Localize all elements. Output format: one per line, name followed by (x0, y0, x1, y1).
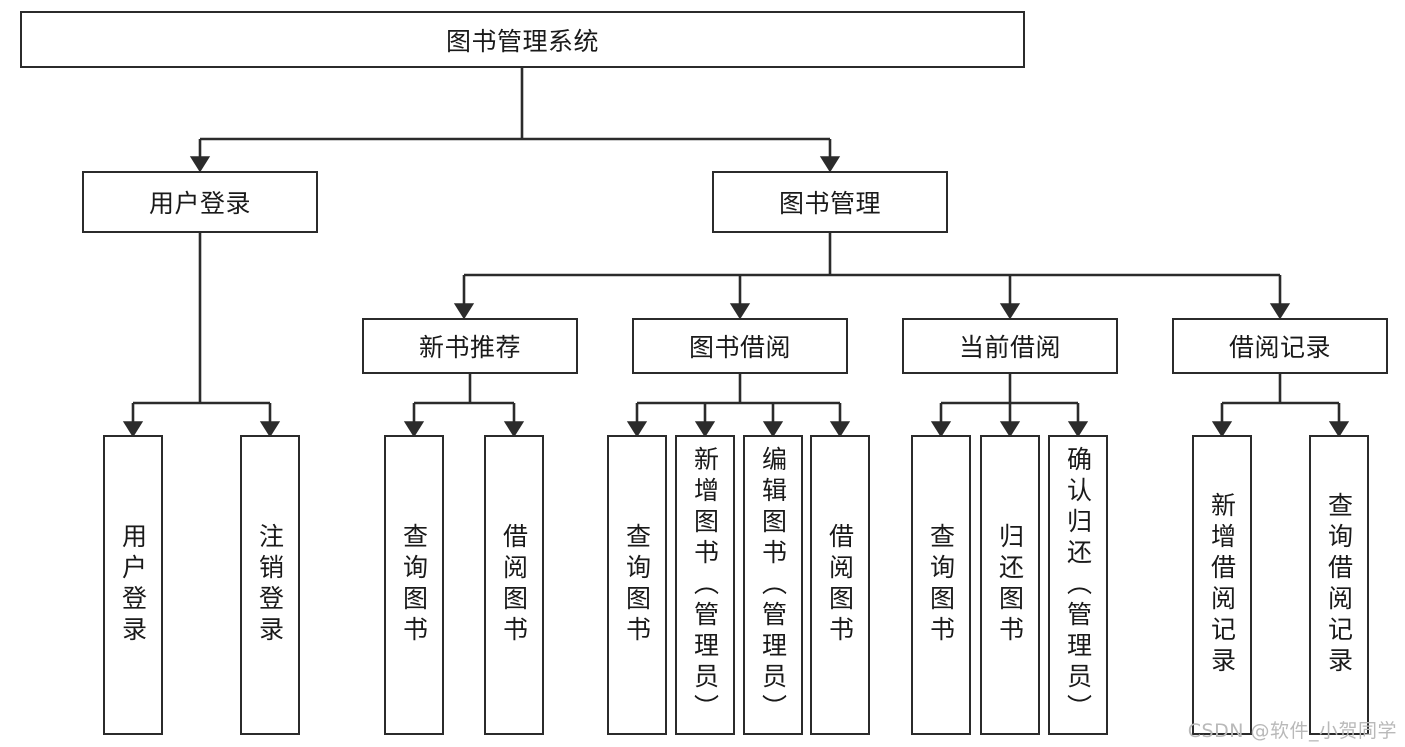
node-label: 图书管理系统 (445, 26, 599, 56)
node-leaf-query-book-recommend[interactable]: 查询图书 (384, 435, 444, 735)
node-root-system[interactable]: 图书管理系统 (20, 11, 1025, 68)
node-leaf-add-borrow-record[interactable]: 新增借阅记录 (1192, 435, 1252, 735)
node-label: 查询借阅记录 (1324, 492, 1354, 678)
node-label: 当前借阅 (958, 333, 1061, 362)
node-label: 查询图书 (399, 523, 429, 647)
node-label: 查询图书 (622, 523, 652, 647)
node-borrow-record[interactable]: 借阅记录 (1172, 318, 1388, 374)
watermark: CSDN @软件_小贺同学 (1187, 720, 1397, 742)
node-current-borrow[interactable]: 当前借阅 (902, 318, 1118, 374)
node-leaf-query-borrow-record[interactable]: 查询借阅记录 (1309, 435, 1369, 735)
node-leaf-return-book[interactable]: 归还图书 (980, 435, 1040, 735)
node-leaf-user-login[interactable]: 用户登录 (103, 435, 163, 735)
node-user-login[interactable]: 用户登录 (82, 171, 318, 233)
node-leaf-edit-book-admin[interactable]: 编辑图书（管理员） (743, 435, 803, 735)
node-leaf-query-book-borrow[interactable]: 查询图书 (607, 435, 667, 735)
node-label: 借阅图书 (499, 523, 529, 647)
node-leaf-add-book-admin[interactable]: 新增图书（管理员） (675, 435, 735, 735)
node-label: 借阅记录 (1228, 333, 1331, 362)
node-leaf-query-book-current[interactable]: 查询图书 (911, 435, 971, 735)
node-book-management[interactable]: 图书管理 (712, 171, 948, 233)
node-label: 确认归还（管理员） (1063, 445, 1093, 725)
node-label: 编辑图书（管理员） (758, 445, 788, 725)
node-label: 新书推荐 (418, 333, 521, 362)
node-label: 借阅图书 (825, 523, 855, 647)
node-label: 图书管理 (778, 189, 881, 218)
node-label: 归还图书 (995, 523, 1025, 647)
node-leaf-confirm-return-admin[interactable]: 确认归还（管理员） (1048, 435, 1108, 735)
node-label: 查询图书 (926, 523, 956, 647)
node-new-book-recommend[interactable]: 新书推荐 (362, 318, 578, 374)
node-label: 新增借阅记录 (1207, 492, 1237, 678)
node-label: 用户登录 (118, 523, 148, 647)
node-leaf-borrow-book-recommend[interactable]: 借阅图书 (484, 435, 544, 735)
node-label: 注销登录 (255, 523, 285, 647)
node-label: 用户登录 (148, 189, 251, 218)
node-book-borrow[interactable]: 图书借阅 (632, 318, 848, 374)
node-label: 新增图书（管理员） (690, 445, 720, 725)
node-leaf-logout[interactable]: 注销登录 (240, 435, 300, 735)
node-label: 图书借阅 (688, 333, 791, 362)
node-leaf-borrow-book[interactable]: 借阅图书 (810, 435, 870, 735)
